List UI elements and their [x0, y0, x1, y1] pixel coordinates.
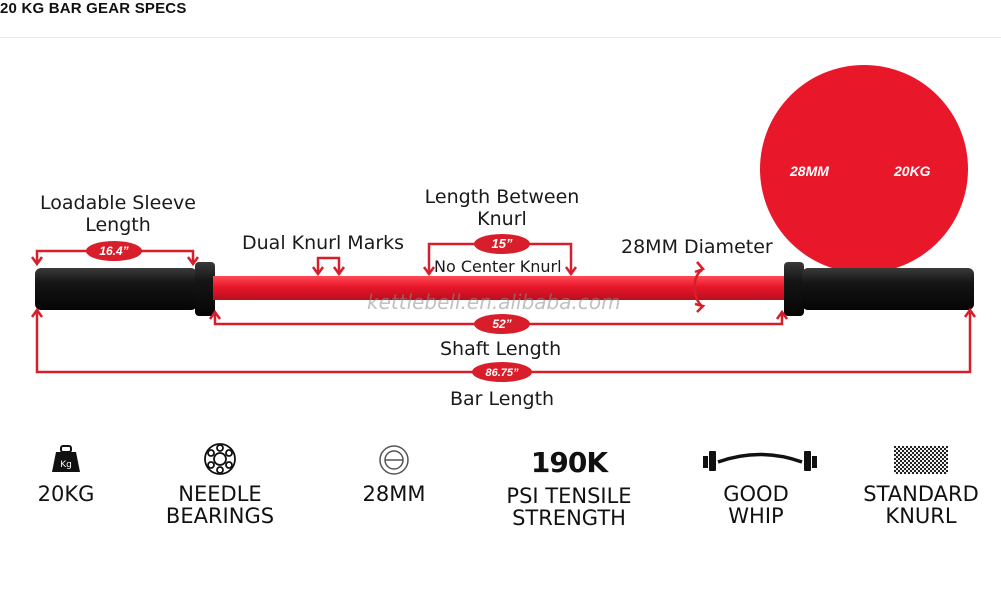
right-collar: [784, 262, 804, 316]
feature-whip-caption: GOOD WHIP: [723, 482, 789, 528]
top-divider: [0, 37, 1001, 38]
no-center-knurl-label: No Center Knurl: [434, 257, 562, 276]
feature-bearings-caption: NEEDLE BEARINGS: [165, 482, 275, 528]
right-sleeve: [802, 268, 974, 310]
bar-measurement: 86.75”: [485, 367, 519, 379]
shaft-oval: [474, 314, 530, 334]
knurl-pattern-icon: [894, 446, 948, 474]
bearing-icon: [204, 443, 236, 475]
left-collar: [195, 262, 215, 316]
diameter-label: 28MM Diameter: [621, 236, 773, 258]
knurl-oval: [474, 234, 530, 254]
diameter-icon: [379, 445, 409, 475]
feature-knurl-caption: STANDARD KNURL: [863, 482, 979, 528]
knurl-measurement: 15”: [492, 236, 513, 251]
svg-text:Kg: Kg: [60, 460, 72, 470]
bending-barbell-icon: [703, 451, 817, 471]
dual-knurl-marks-indicator: [311, 256, 346, 277]
bar-oval: [472, 362, 532, 382]
bar-shaft: [213, 276, 786, 300]
knurl-gap-label: Length Between Knurl: [424, 186, 580, 230]
feature-tensile-caption: PSI TENSILE STRENGTH: [506, 484, 632, 530]
dual-knurl-label: Dual Knurl Marks: [242, 232, 405, 254]
diameter-rotation-icon: [693, 261, 706, 313]
left-sleeve: [35, 268, 197, 310]
plate-left-text: 28MM: [790, 163, 829, 179]
watermark: kettlebell.en.alibaba.com: [367, 290, 621, 314]
bar-length-label: Bar Length: [450, 388, 555, 410]
tensile-headline: 190K: [530, 446, 608, 479]
shaft-measurement: 52”: [492, 317, 511, 331]
plate-circle: [760, 65, 968, 273]
sleeve-oval: [86, 241, 142, 261]
kettlebell-weight-icon: Kg: [52, 445, 80, 472]
plate-right-text: 20KG: [894, 163, 931, 179]
page-title: 20 KG BAR GEAR SPECS: [0, 0, 187, 17]
sleeve-length-label: Loadable Sleeve Length: [40, 192, 196, 236]
feature-diameter-caption: 28MM: [362, 482, 426, 506]
sleeve-measurement: 16.4”: [99, 244, 128, 258]
shaft-length-label: Shaft Length: [440, 338, 562, 360]
feature-weight-caption: 20KG: [37, 482, 95, 506]
